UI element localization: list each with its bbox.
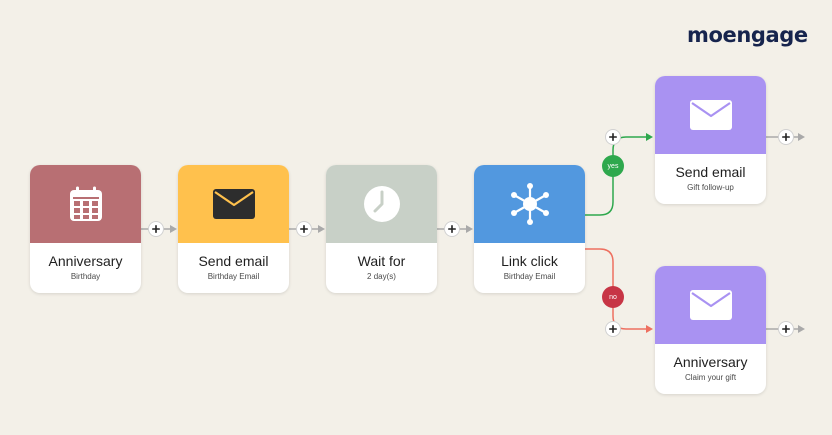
calendar-icon: [69, 186, 102, 221]
plus-icon: [609, 325, 617, 333]
link-click-body: Link click Birthday Email: [474, 243, 585, 293]
node-subtitle: Gift follow-up: [687, 183, 734, 192]
anniversary-trigger-node[interactable]: Anniversary Birthday: [30, 165, 141, 293]
send-email-birthday-body: Send email Birthday Email: [178, 243, 289, 293]
email-icon: [212, 189, 255, 219]
add-step-button[interactable]: [778, 321, 794, 337]
send-email-gift-follow-up-header: [655, 76, 766, 154]
plus-icon: [152, 225, 160, 233]
add-step-button[interactable]: [444, 221, 460, 237]
add-step-button[interactable]: [605, 321, 621, 337]
anniversary-claim-your-gift-body: Anniversary Claim your gift: [655, 344, 766, 394]
plus-icon: [609, 133, 617, 141]
plus-icon: [782, 325, 790, 333]
no-branch-badge: no: [602, 286, 624, 308]
email-icon: [689, 290, 732, 320]
node-subtitle: Birthday Email: [207, 272, 260, 281]
node-subtitle: Birthday Email: [503, 272, 556, 281]
node-subtitle: Birthday: [70, 272, 101, 281]
moengage-logo: moengage: [687, 23, 808, 47]
wait-for-body: Wait for 2 day(s): [326, 243, 437, 293]
send-email-gift-follow-up-node[interactable]: Send email Gift follow-up: [655, 76, 766, 204]
node-title: Anniversary: [673, 354, 748, 370]
anniversary-trigger-header: [30, 165, 141, 243]
send-email-gift-follow-up-body: Send email Gift follow-up: [655, 154, 766, 204]
yes-branch-badge: yes: [602, 155, 624, 177]
plus-icon: [782, 133, 790, 141]
node-title: Send email: [675, 164, 746, 180]
anniversary-claim-your-gift-header: [655, 266, 766, 344]
plus-icon: [448, 225, 456, 233]
email-icon: [689, 100, 732, 130]
node-subtitle: Claim your gift: [684, 373, 737, 382]
send-email-birthday-node[interactable]: Send email Birthday Email: [178, 165, 289, 293]
plus-icon: [300, 225, 308, 233]
anniversary-trigger-body: Anniversary Birthday: [30, 243, 141, 293]
node-title: Link click: [501, 253, 558, 269]
add-step-button[interactable]: [605, 129, 621, 145]
wait-for-node[interactable]: Wait for 2 day(s): [326, 165, 437, 293]
clock-icon: [363, 186, 400, 222]
add-step-button[interactable]: [148, 221, 164, 237]
network-icon: [510, 183, 549, 225]
node-title: Send email: [198, 253, 269, 269]
node-title: Anniversary: [48, 253, 123, 269]
send-email-birthday-header: [178, 165, 289, 243]
add-step-button[interactable]: [296, 221, 312, 237]
link-click-header: [474, 165, 585, 243]
wait-for-header: [326, 165, 437, 243]
node-title: Wait for: [357, 253, 406, 269]
add-step-button[interactable]: [778, 129, 794, 145]
link-click-node[interactable]: Link click Birthday Email: [474, 165, 585, 293]
anniversary-claim-your-gift-node[interactable]: Anniversary Claim your gift: [655, 266, 766, 394]
node-subtitle: 2 day(s): [367, 272, 396, 281]
